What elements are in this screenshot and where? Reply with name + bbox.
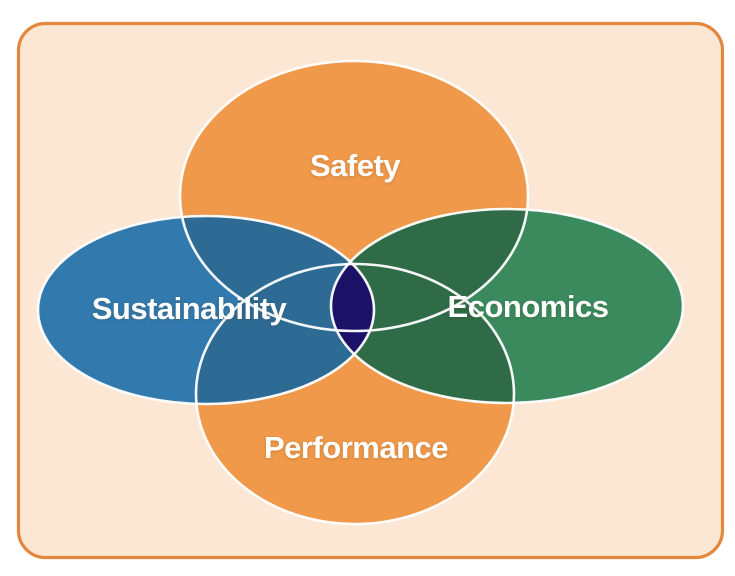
safety-outline	[178, 59, 530, 333]
sustainability-outline	[36, 214, 376, 406]
safety-label: Safety	[310, 148, 401, 183]
sustainability-label: Sustainability	[92, 291, 288, 326]
economics-outline	[329, 207, 685, 405]
performance-label: Performance	[264, 430, 448, 465]
economics-label: Economics	[448, 289, 609, 324]
performance-outline	[194, 262, 516, 526]
